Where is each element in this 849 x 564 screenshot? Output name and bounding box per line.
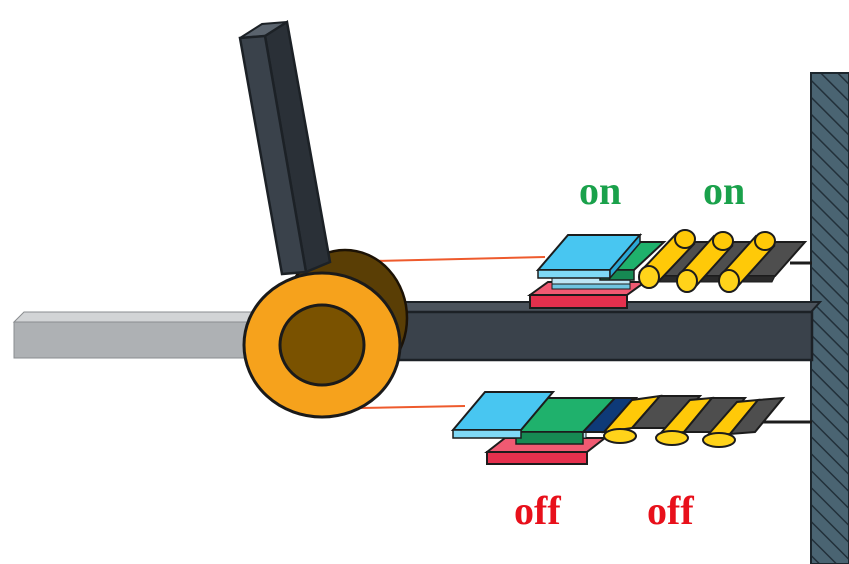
lower-roller-1 [601,394,703,444]
grey-rod [12,311,262,359]
lower-tie-line [359,405,466,409]
hub-core [278,303,366,387]
lower-roller-3 [702,396,786,448]
lower-roller-2 [655,396,748,446]
label-on-right: on [703,168,746,213]
horizontal-arm [376,301,823,362]
lower-contact-stack [450,391,812,465]
wall [810,72,849,564]
upper-contact-stack [526,229,812,309]
upper-roller-2 [676,231,734,293]
upper-roller-1 [638,229,696,289]
label-on-left: on [579,168,622,213]
diagonal-lever [238,19,332,276]
upper-roller-3 [718,231,776,293]
label-off-right: off [647,488,694,533]
label-off-left: off [514,488,561,533]
